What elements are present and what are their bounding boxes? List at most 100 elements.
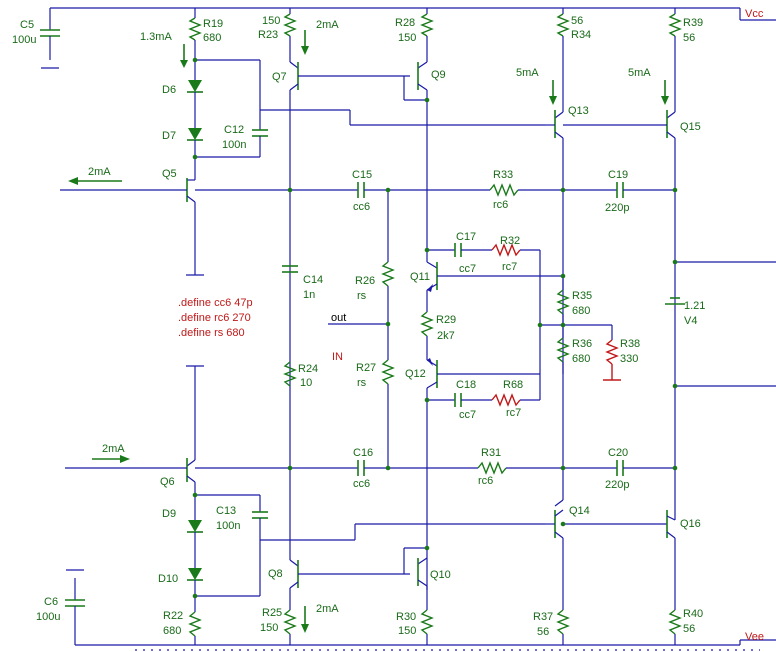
r36-value: 680 — [572, 353, 590, 365]
vcc-label: Vcc — [745, 8, 764, 20]
wire-r19-q7base — [195, 59, 545, 130]
r35-name: R35 — [572, 290, 592, 302]
r38-value: 330 — [620, 353, 638, 365]
d9-label: D9 — [162, 508, 176, 520]
source-v4 — [665, 261, 776, 387]
q9-label: Q9 — [431, 69, 446, 81]
r25-value: 150 — [260, 622, 278, 634]
r35-value: 680 — [572, 305, 590, 317]
c17-name: C17 — [456, 231, 476, 243]
q11-label: Q11 — [410, 271, 430, 283]
q6-label: Q6 — [160, 476, 175, 488]
r33-name: R33 — [493, 169, 513, 181]
define-rc6: .define rc6 270 — [178, 312, 251, 324]
r36-name: R36 — [572, 338, 592, 350]
r39-name: R39 — [683, 17, 703, 29]
resistor-r38 — [603, 339, 621, 381]
c5-value: 100u — [12, 34, 36, 46]
r24-value: 10 — [300, 377, 312, 389]
junction-dot — [672, 383, 678, 389]
q5-label: Q5 — [162, 168, 177, 180]
junction-dot — [424, 545, 430, 551]
transistor-q7 — [289, 61, 410, 560]
current-arrow-q6 — [92, 455, 130, 463]
c13-name: C13 — [216, 505, 236, 517]
c12-value: 100n — [222, 139, 246, 151]
c16-name: C16 — [353, 447, 373, 459]
current-arrow-q15 — [661, 80, 669, 105]
transistor-q12 — [426, 358, 540, 400]
c15-value: cc6 — [353, 201, 370, 213]
current-q5: 2mA — [88, 166, 111, 178]
c5-name: C5 — [20, 19, 34, 31]
c15-name: C15 — [352, 169, 372, 181]
define-rs: .define rs 680 — [178, 327, 245, 339]
resistor-r29 — [420, 311, 434, 360]
transistor-q8 — [289, 559, 410, 610]
q7-label: Q7 — [272, 71, 287, 83]
c13-value: 100n — [216, 520, 240, 532]
resistor-r36 — [556, 337, 570, 374]
c6-value: 100u — [36, 611, 60, 623]
r33-value: rc6 — [493, 199, 508, 211]
transistor-q10 — [403, 547, 428, 610]
junction-dot — [424, 247, 430, 253]
current-q15: 5mA — [628, 67, 651, 79]
r23-name: R23 — [258, 29, 278, 41]
define-cc6: .define cc6 47p — [178, 297, 253, 309]
transistor-q9 — [403, 61, 428, 250]
q8-label: Q8 — [268, 568, 283, 580]
c18-name: C18 — [456, 379, 476, 391]
r19-value: 680 — [203, 32, 221, 44]
junction-dot — [287, 187, 293, 193]
wire-q10-c18 — [426, 393, 540, 590]
resistor-r30 — [420, 609, 434, 645]
resistor-r39 — [668, 8, 682, 112]
q12-label: Q12 — [405, 368, 426, 380]
resistor-r25 — [283, 609, 297, 645]
v4-name: V4 — [684, 315, 697, 327]
q13-label: Q13 — [568, 105, 589, 117]
r19-name: R19 — [203, 18, 223, 30]
diode-d6 — [187, 80, 203, 128]
current-q8: 2mA — [316, 603, 339, 615]
r28-value: 150 — [398, 32, 416, 44]
r40-name: R40 — [683, 608, 703, 620]
junction-dot — [560, 187, 566, 193]
r22-name: R22 — [163, 610, 183, 622]
current-q13: 5mA — [516, 67, 539, 79]
r40-value: 56 — [683, 623, 695, 635]
r31-value: rc6 — [478, 475, 493, 487]
upper-feedback-wire — [195, 182, 675, 198]
resistor-r40 — [668, 609, 682, 645]
junction-dot — [560, 322, 566, 328]
junction-dot — [192, 593, 198, 599]
diode-d7 — [187, 128, 203, 172]
junction-dot — [560, 465, 566, 471]
junction-dot — [672, 187, 678, 193]
c14-name: C14 — [303, 274, 323, 286]
r27-value: rs — [357, 377, 367, 389]
current-q6: 2mA — [102, 443, 125, 455]
junction-dot — [192, 57, 198, 63]
junction-output-mid — [540, 324, 613, 340]
d10-label: D10 — [158, 573, 178, 585]
q15-label: Q15 — [680, 121, 701, 133]
vee-label: Vee — [745, 631, 764, 643]
r24-name: R24 — [298, 363, 318, 375]
vcc-rail — [50, 7, 776, 21]
current-arrow-q13 — [549, 80, 557, 105]
c20-value: 220p — [605, 479, 629, 491]
out-label: out — [331, 312, 346, 324]
c17-value: cc7 — [459, 263, 476, 275]
r30-name: R30 — [396, 611, 416, 623]
junction-dot — [385, 187, 391, 193]
resistor-r26 — [381, 190, 395, 360]
junction-dot — [424, 397, 430, 403]
resistor-r28 — [420, 8, 434, 62]
junction-dot — [287, 465, 293, 471]
resistor-r27 — [381, 359, 395, 468]
r29-value: 2k7 — [437, 330, 455, 342]
r38-name: R38 — [620, 338, 640, 350]
capacitor-c6 — [65, 569, 85, 645]
